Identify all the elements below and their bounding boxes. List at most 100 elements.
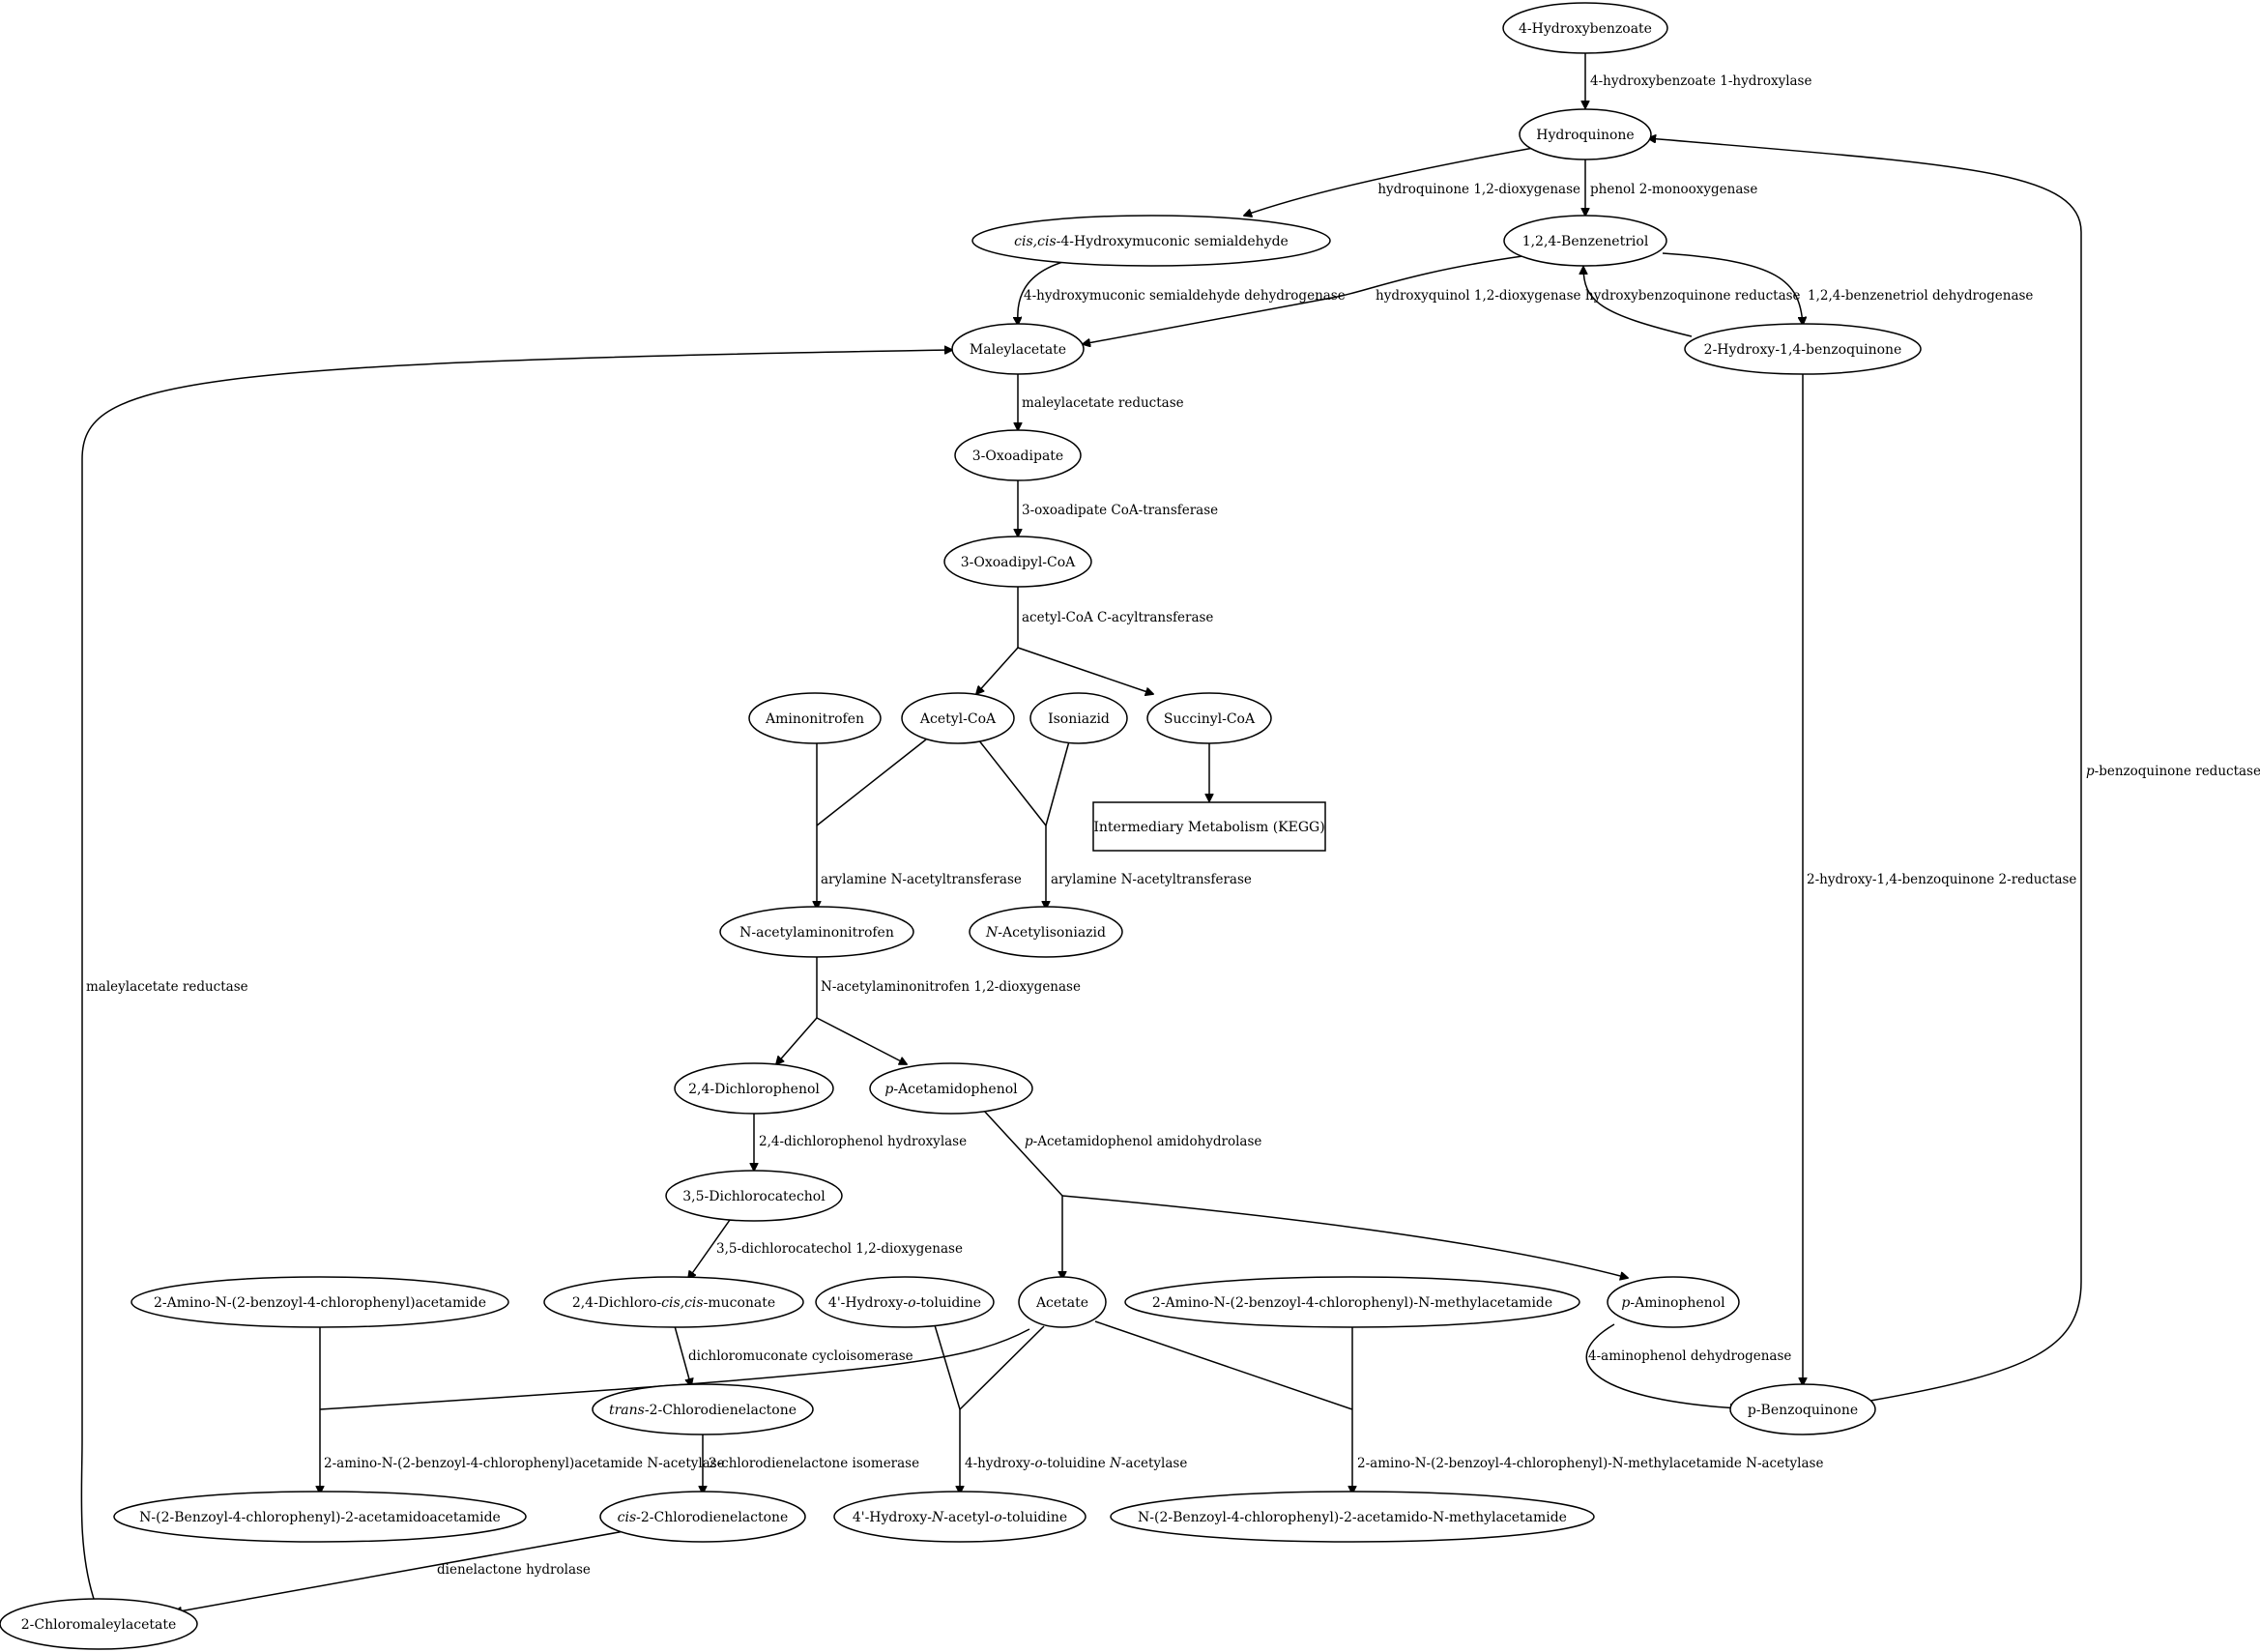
node-1-2-4-benzenetriol[interactable]: 1,2,4-Benzenetriol [1503, 215, 1667, 267]
label-run: -toluidine [1043, 1456, 1110, 1471]
node-2-4-dichloro-cis-cis-muconate[interactable]: 2,4-Dichloro-cis,cis-muconate [543, 1276, 804, 1328]
label-run: Acetate [1035, 1295, 1088, 1311]
label-run: N [985, 925, 999, 941]
node-shape [833, 1491, 1087, 1543]
label-run: o [994, 1510, 1001, 1525]
label-run: o [1035, 1456, 1043, 1471]
node-aminonitrofen[interactable]: Aminonitrofen [748, 692, 882, 744]
edge-benzenetriol-maleylacetate [1083, 255, 1523, 344]
node-3-oxoadipate[interactable]: 3-Oxoadipate [954, 429, 1082, 481]
node-label: cis-2-Chlorodienelactone [618, 1510, 789, 1525]
label-p-benzoquinone-reductase: p-benzoquinone reductase [2086, 764, 2260, 779]
node-p-benzoquinone[interactable]: p-Benzoquinone [1729, 1383, 1876, 1435]
label-run: 4'-Hydroxy- [853, 1510, 932, 1525]
label-run: -2-Chlorodienelactone [636, 1510, 788, 1525]
node-cis-2-chlorodienelactone[interactable]: cis-2-Chlorodienelactone [599, 1491, 806, 1543]
label-acyltransferase: acetyl-CoA C-acyltransferase [1022, 610, 1213, 625]
label-run: p [2086, 764, 2095, 779]
node-3-5-dichlorocatechol[interactable]: 3,5-Dichlorocatechol [665, 1170, 843, 1222]
node-succinyl-coa[interactable]: Succinyl-CoA [1146, 692, 1272, 744]
node-shape [1684, 323, 1922, 375]
label-run: N [931, 1510, 944, 1525]
label-acetamide-acetylase: 2-amino-N-(2-benzoyl-4-chlorophenyl)acet… [324, 1456, 725, 1471]
node-label: 3-Oxoadipate [972, 449, 1063, 464]
label-run: arylamine N-acetyltransferase [1051, 872, 1252, 887]
node-n-benzoyl-chlorophenyl-acetamido-n-methylacetamide[interactable]: N-(2-Benzoyl-4-chlorophenyl)-2-acetamido… [1110, 1491, 1595, 1543]
node-shape [113, 1491, 527, 1543]
node-label: Maleylacetate [970, 342, 1066, 358]
node-trans-2-chlorodienelactone[interactable]: trans-2-Chlorodienelactone [592, 1383, 814, 1435]
node-n-acetylaminonitrofen[interactable]: N-acetylaminonitrofen [719, 906, 914, 958]
label-run: maleylacetate reductase [86, 979, 248, 995]
label-run: 3,5-Dichlorocatechol [682, 1189, 826, 1204]
label-run: phenol 2-monooxygenase [1590, 182, 1757, 197]
label-cycloisomerase: dichloromuconate cycloisomerase [688, 1348, 913, 1364]
label-run: Succinyl-CoA [1164, 711, 1256, 727]
label-run: -toluidine [916, 1295, 982, 1311]
node-acetyl-coa[interactable]: Acetyl-CoA [901, 692, 1015, 744]
node-4-hydroxybenzoate[interactable]: 4-Hydroxybenzoate [1502, 2, 1668, 54]
node-2-amino-n-benzoyl-chlorophenyl-n-methylacetamide[interactable]: 2-Amino-N-(2-benzoyl-4-chlorophenyl)-N-m… [1124, 1276, 1580, 1328]
node-label: Aminonitrofen [765, 711, 864, 727]
node-shape [543, 1276, 804, 1328]
node-p-acetamidophenol[interactable]: p-Acetamidophenol [869, 1062, 1033, 1115]
node-4-hydroxy-n-acetyl-o-toluidine[interactable]: 4'-Hydroxy-N-acetyl-o-toluidine [833, 1491, 1087, 1543]
node-hydroquinone[interactable]: Hydroquinone [1519, 108, 1652, 160]
node-2-4-dichlorophenol[interactable]: 2,4-Dichlorophenol [674, 1062, 834, 1115]
node-shape [971, 215, 1331, 267]
node-n-acetylisoniazid[interactable]: N-Acetylisoniazid [969, 906, 1123, 958]
label-run: 2-chlorodienelactone isomerase [709, 1456, 919, 1471]
label-run: acetyl-CoA C-acyltransferase [1022, 610, 1213, 625]
node-2-chloromaleylacetate[interactable]: 2-Chloromaleylacetate [0, 1598, 198, 1650]
label-run: -acetyl- [943, 1510, 994, 1525]
node-p-aminophenol[interactable]: p-Aminophenol [1607, 1276, 1740, 1328]
node-label: 4'-Hydroxy-N-acetyl-o-toluidine [853, 1510, 1067, 1525]
label-hydroquinone-dioxygenase: hydroquinone 1,2-dioxygenase [1377, 182, 1580, 197]
label-run: 3-oxoadipate CoA-transferase [1022, 503, 1218, 518]
label-maleylacetate-reductase-1: maleylacetate reductase [1022, 395, 1184, 411]
node-2-amino-n-benzoyl-chlorophenyl-acetamide[interactable]: 2-Amino-N-(2-benzoyl-4-chlorophenyl)acet… [130, 1276, 509, 1328]
node-n-benzoyl-chlorophenyl-acetamidoacetamide[interactable]: N-(2-Benzoyl-4-chlorophenyl)-2-acetamido… [113, 1491, 527, 1543]
node-shape [674, 1062, 834, 1115]
node-intermediary-metabolism-kegg[interactable]: Intermediary Metabolism (KEGG) [1092, 801, 1326, 852]
label-dienelactone-isomerase: 2-chlorodienelactone isomerase [709, 1456, 919, 1471]
edge-chloromaleylacetate-maleylacetate [80, 350, 952, 1600]
label-benzenetriol-dehydrogenase: 1,2,4-benzenetriol dehydrogenase [1808, 288, 2033, 304]
node-shape [1029, 692, 1128, 744]
edge-acetate-junction-left [319, 1328, 1030, 1410]
node-4-hydroxy-o-toluidine[interactable]: 4'-Hydroxy-o-toluidine [815, 1276, 995, 1328]
node-acetate[interactable]: Acetate [1018, 1276, 1107, 1328]
label-hydroxyquinol-dioxygenase: hydroxyquinol 1,2-dioxygenase [1376, 288, 1581, 304]
node-label: Isoniazid [1048, 711, 1110, 727]
label-run: -Acetamidophenol [893, 1082, 1018, 1097]
edge-hydroxy-toluidine-junction [934, 1324, 961, 1410]
edge-labels: 4-hydroxybenzoate 1-hydroxylase hydroqui… [86, 73, 2260, 1578]
label-run: cis,cis [661, 1295, 703, 1311]
node-shape [665, 1170, 843, 1222]
edge-dichlorocatechol-dichloro-muconate [688, 1219, 731, 1279]
label-run: 4'-Hydroxy- [828, 1295, 908, 1311]
node-isoniazid[interactable]: Isoniazid [1029, 692, 1128, 744]
node-maleylacetate[interactable]: Maleylacetate [951, 323, 1085, 375]
node-shape [0, 1598, 198, 1650]
edge-junction-succinyl-coa [1017, 647, 1153, 694]
node-cis-cis-4-hydroxymuconic-semialdehyde[interactable]: cis,cis-4-Hydroxymuconic semialdehyde [971, 215, 1331, 267]
node-label: Acetyl-CoA [919, 711, 997, 727]
node-3-oxoadipyl-coa[interactable]: 3-Oxoadipyl-CoA [943, 536, 1092, 588]
node-label: 4-Hydroxybenzoate [1519, 21, 1652, 37]
node-label: N-(2-Benzoyl-4-chlorophenyl)-2-acetamido… [1138, 1510, 1567, 1525]
nodes: 4-Hydroxybenzoate Hydroquinone cis,cis-4… [0, 2, 1922, 1650]
node-label: Hydroquinone [1536, 128, 1634, 143]
label-run: hydroxybenzoquinone reductase [1585, 288, 1801, 304]
label-run: 4-aminophenol dehydrogenase [1588, 1348, 1791, 1364]
label-run: 4-hydroxymuconic semialdehyde dehydrogen… [1024, 288, 1346, 304]
edge-junction-acetamidophenol [816, 1017, 907, 1064]
edge-junction-acetyl-coa [976, 647, 1019, 694]
label-run: -benzoquinone reductase [2095, 764, 2260, 779]
node-2-hydroxy-1-4-benzoquinone[interactable]: 2-Hydroxy-1,4-benzoquinone [1684, 323, 1922, 375]
label-run: 4-Hydroxybenzoate [1519, 21, 1652, 37]
label-semialdehyde-dehydrogenase: 4-hydroxymuconic semialdehyde dehydrogen… [1024, 288, 1346, 304]
label-run: hydroquinone 1,2-dioxygenase [1377, 182, 1580, 197]
label-run: 2-Amino-N-(2-benzoyl-4-chlorophenyl)-N-m… [1152, 1295, 1552, 1311]
